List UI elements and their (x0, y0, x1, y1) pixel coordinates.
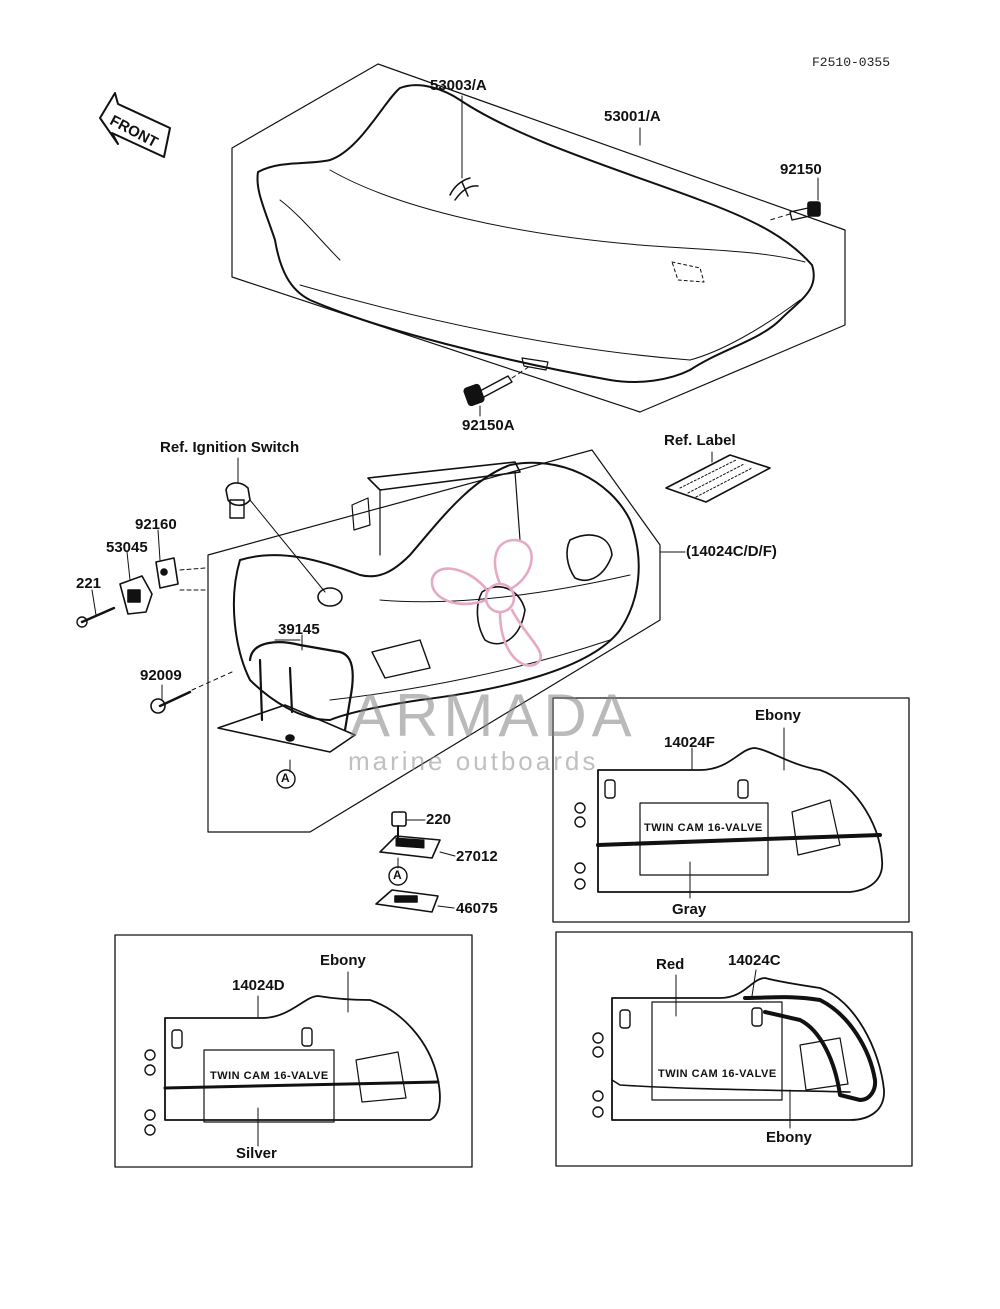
variant-f-panel (552, 697, 910, 923)
variant-d-panel (114, 934, 473, 1168)
holder-53045-icon (119, 575, 153, 615)
variant-c-part: 14024C (728, 952, 781, 969)
label-grommet: 92160 (135, 516, 177, 533)
variant-f-decal: TWIN CAM 16-VALVE (644, 822, 763, 834)
tail-cover-frame (207, 449, 661, 833)
bolt-92150-icon (769, 201, 821, 221)
label-hinge: 27012 (456, 848, 498, 865)
label-ref-a-hinge: A (393, 868, 402, 882)
variant-f-part: 14024F (664, 734, 715, 751)
grommet-92160-icon (155, 557, 206, 591)
tail-cover-body (232, 461, 640, 721)
variant-d-color-top: Ebony (320, 952, 366, 969)
hinge-group (375, 811, 456, 913)
label-plate: 46075 (456, 900, 498, 917)
variant-f-color-bottom: Gray (672, 901, 707, 918)
variant-c-color-bottom: Ebony (766, 1129, 812, 1146)
front-arrow-icon (99, 92, 171, 158)
watermark-subtitle: marine outboards (348, 746, 599, 776)
bolt-92009-icon (150, 671, 233, 714)
label-plate-icon (665, 451, 771, 503)
seat-group-frame (231, 63, 846, 413)
bolt-92150a-icon (463, 357, 549, 407)
label-seat-assy: 53001/A (604, 108, 661, 125)
seat-cover-mark (449, 177, 479, 201)
variant-d-color-bottom: Silver (236, 1145, 277, 1162)
seat-body (256, 84, 815, 383)
label-ignition-ref: Ref. Ignition Switch (160, 439, 300, 456)
bottom-plate (217, 704, 356, 753)
handle-39145 (248, 641, 354, 732)
label-screw-221: 221 (76, 575, 102, 592)
diagram-code: F2510-0355 (812, 55, 891, 70)
seat-group (231, 63, 846, 417)
watermark-title: ARMADA (350, 682, 637, 749)
label-screw-220: 220 (426, 811, 452, 828)
ignition-switch-icon (225, 482, 326, 593)
variant-c-color-stripe: Red (656, 956, 685, 973)
variant-f-color-top: Ebony (755, 707, 801, 724)
variant-c-panel (555, 931, 913, 1167)
label-label-ref: Ref. Label (664, 432, 736, 449)
label-holder: 53045 (106, 539, 148, 556)
variant-d-decal: TWIN CAM 16-VALVE (210, 1070, 329, 1082)
label-ref-a-cover: A (281, 771, 290, 785)
watermark-propeller-icon (430, 538, 543, 667)
label-cover-assy: (14024C/D/F) (686, 543, 777, 560)
tail-cover-group (76, 449, 686, 833)
label-bolt-92009: 92009 (140, 667, 182, 684)
variant-c-decal: TWIN CAM 16-VALVE (658, 1068, 777, 1080)
label-handle: 39145 (278, 621, 320, 638)
label-seat-cover: 53003/A (430, 77, 487, 94)
label-bolt-front: 92150A (462, 417, 515, 434)
label-bolt-rear: 92150 (780, 161, 822, 178)
screw-221-icon (76, 606, 116, 628)
variant-d-part: 14024D (232, 977, 285, 994)
